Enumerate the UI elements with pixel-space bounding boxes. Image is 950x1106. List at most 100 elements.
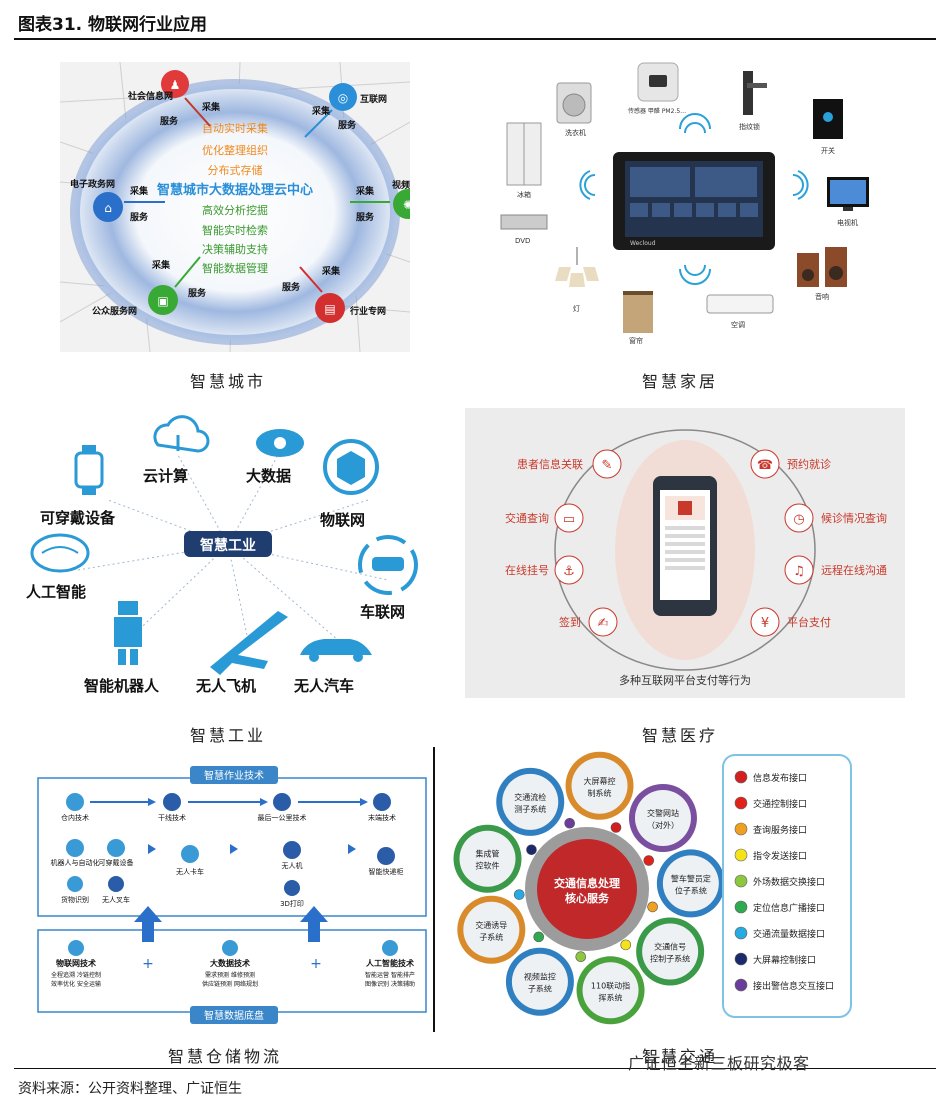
plus-sign-2: +	[310, 956, 322, 972]
svg-text:货物识别: 货物识别	[61, 895, 89, 904]
city-function-3: 分布式存储	[208, 163, 263, 177]
medical-ring	[554, 429, 816, 671]
svg-text:签到: 签到	[559, 615, 581, 629]
svg-text:可穿戴设备: 可穿戴设备	[99, 858, 134, 867]
node-public-service: ▣ 公众服务网 采集 服务	[92, 256, 207, 317]
legend-item: 定位信息广播接口	[734, 900, 825, 914]
interface-dot	[533, 931, 545, 943]
svg-text:开关: 开关	[821, 146, 835, 155]
industry-item-autonomous-car: 无人汽车	[293, 677, 354, 695]
svg-text:灯: 灯	[573, 304, 580, 313]
svg-text:⌂: ⌂	[104, 201, 112, 215]
svg-text:空调: 空调	[731, 320, 745, 329]
industry-center-box	[184, 531, 272, 557]
switch-icon: 开关	[813, 99, 843, 155]
caption-smart-logistics: 智慧仓储物流	[168, 1047, 283, 1066]
legend-item: 查询服务接口	[734, 822, 807, 836]
svg-text:☎: ☎	[757, 458, 773, 473]
fingerprint-lock-icon: 指纹锁	[739, 71, 767, 131]
svg-text:平台支付: 平台支付	[787, 615, 831, 629]
svg-text:测子系统: 测子系统	[514, 804, 546, 814]
platform-payment-item: ¥ 平台支付	[750, 607, 831, 637]
svg-text:交通信号: 交通信号	[654, 941, 686, 951]
transport-query-item: ▭ 交通查询	[505, 503, 584, 533]
svg-text:◎: ◎	[338, 91, 348, 105]
ops-tech-label-box	[190, 766, 278, 784]
svg-text:信息发布接口: 信息发布接口	[753, 772, 807, 784]
logistics-row2: 机器人与自动化 可穿戴设备 无人卡车 无人机 智能快递柜	[51, 839, 404, 876]
logistics-row1: 仓内技术 干线技术 最后一公里技术 末端技术	[61, 793, 396, 822]
svg-text:警车警员定: 警车警员定	[671, 873, 711, 883]
svg-text:¥: ¥	[761, 616, 769, 631]
panel-smart-home: Wecloud 洗衣机 传感器 甲醛 PM2.5… 指纹锁 开关 冰箱 电视机 …	[495, 55, 875, 345]
industry-item-wearable: 可穿戴设备	[40, 509, 116, 527]
online-register-item: ⚓ 在线挂号	[505, 555, 584, 585]
industry-center-label: 智慧工业	[199, 537, 256, 554]
legend-item: 大屏幕控制接口	[734, 952, 816, 966]
svg-text:DVD: DVD	[515, 237, 530, 245]
interface-dot	[575, 951, 587, 963]
robot-icon	[114, 601, 142, 665]
svg-text:交通控制接口: 交通控制接口	[753, 798, 807, 810]
smart-home-diagram: Wecloud 洗衣机 传感器 甲醛 PM2.5… 指纹锁 开关 冰箱 电视机 …	[500, 62, 869, 345]
industry-item-bigdata: 大数据	[246, 467, 291, 485]
cloud-ring	[70, 79, 400, 345]
remote-communication-item: ♫ 远程在线沟通	[784, 555, 887, 585]
wifi-icon	[579, 113, 809, 285]
svg-text:服务: 服务	[356, 211, 375, 223]
svg-text:服务: 服务	[160, 115, 179, 127]
smart-industry-diagram: 智慧工业 云计算 大数据 可穿戴设备 物联网 人工智能 车联网 智能机器人 无人…	[26, 415, 418, 695]
svg-text:远程在线沟通: 远程在线沟通	[821, 563, 887, 577]
caption-smart-transport: 智慧交通	[642, 1047, 719, 1066]
city-function-5: 智能实时检索	[202, 223, 268, 237]
watch-icon	[74, 445, 104, 495]
transport-core-label-1: 交通信息处理	[554, 876, 620, 890]
svg-text:服务: 服务	[338, 119, 357, 131]
svg-text:物联网技术: 物联网技术	[56, 958, 96, 968]
appointment-item: ☎ 预约就诊	[750, 449, 831, 479]
svg-text:位子系统: 位子系统	[675, 885, 707, 895]
smart-logistics-diagram: 智慧作业技术 智慧数据底盘 仓内技术 干线技术 最后一公里技术 末端技术 机器人…	[37, 766, 427, 1024]
svg-text:大屏幕控制接口: 大屏幕控制接口	[753, 954, 816, 966]
smart-transport-diagram: 交通信息处理 核心服务 大屏幕控制系统交警网站（对外）警车警员定位子系统交通信号…	[453, 751, 852, 1025]
svg-text:✎: ✎	[602, 458, 613, 473]
caption-smart-city: 智慧城市	[190, 372, 267, 391]
svg-text:服务: 服务	[282, 281, 301, 293]
air-conditioner-icon: 空调	[706, 294, 774, 329]
svg-text:智能快递柜: 智能快递柜	[369, 867, 404, 876]
svg-text:采集: 采集	[201, 101, 221, 113]
svg-text:传感器 甲醛 PM2.5…: 传感器 甲醛 PM2.5…	[628, 107, 686, 115]
panel-smart-city: 自动实时采集 优化整理组织 分布式存储 智慧城市大数据处理云中心 高效分析挖掘 …	[60, 62, 410, 352]
panel-smart-transport: 交通信息处理 核心服务 大屏幕控制系统交警网站（对外）警车警员定位子系统交通信号…	[433, 747, 860, 1032]
svg-text:窗帘: 窗帘	[629, 336, 643, 345]
svg-text:图像识别 决策辅助: 图像识别 决策辅助	[365, 980, 415, 988]
interface-dot	[610, 822, 622, 833]
interface-dot	[620, 939, 632, 951]
svg-text:交警网站: 交警网站	[647, 808, 679, 818]
svg-text:▤: ▤	[324, 302, 335, 316]
bigdata-icon	[256, 429, 304, 457]
smart-city-diagram: 自动实时采集 优化整理组织 分布式存储 智慧城市大数据处理云中心 高效分析挖掘 …	[60, 62, 410, 352]
svg-text:挥系统: 挥系统	[599, 992, 623, 1002]
legend-item: 指令发送接口	[734, 848, 807, 862]
interface-dot	[564, 817, 575, 829]
caption-smart-industry: 智慧工业	[190, 726, 267, 745]
speaker-icon: 音响	[797, 247, 847, 301]
node-social-info: ♟ 社会信息网 采集 服务	[127, 70, 221, 127]
svg-text:采集: 采集	[321, 265, 341, 277]
svg-text:采集: 采集	[311, 105, 331, 117]
svg-text:3D打印: 3D打印	[280, 899, 304, 908]
svg-text:互联网: 互联网	[360, 93, 387, 105]
svg-text:外场数据交换接口: 外场数据交换接口	[753, 876, 825, 888]
waiting-status-item: ◷ 候诊情况查询	[784, 503, 887, 533]
svg-text:洗衣机: 洗衣机	[565, 128, 586, 137]
svg-text:采集: 采集	[151, 259, 171, 271]
svg-text:大数据技术: 大数据技术	[210, 958, 250, 968]
industry-item-cloud: 云计算	[143, 467, 188, 485]
source-note: 资料来源：公开资料整理、广证恒生	[18, 1081, 242, 1097]
plus-sign-1: +	[142, 956, 154, 972]
logistics-base-bigdata: 大数据技术 需求预测 维修预测 供应链预测 网络规划	[202, 940, 258, 988]
